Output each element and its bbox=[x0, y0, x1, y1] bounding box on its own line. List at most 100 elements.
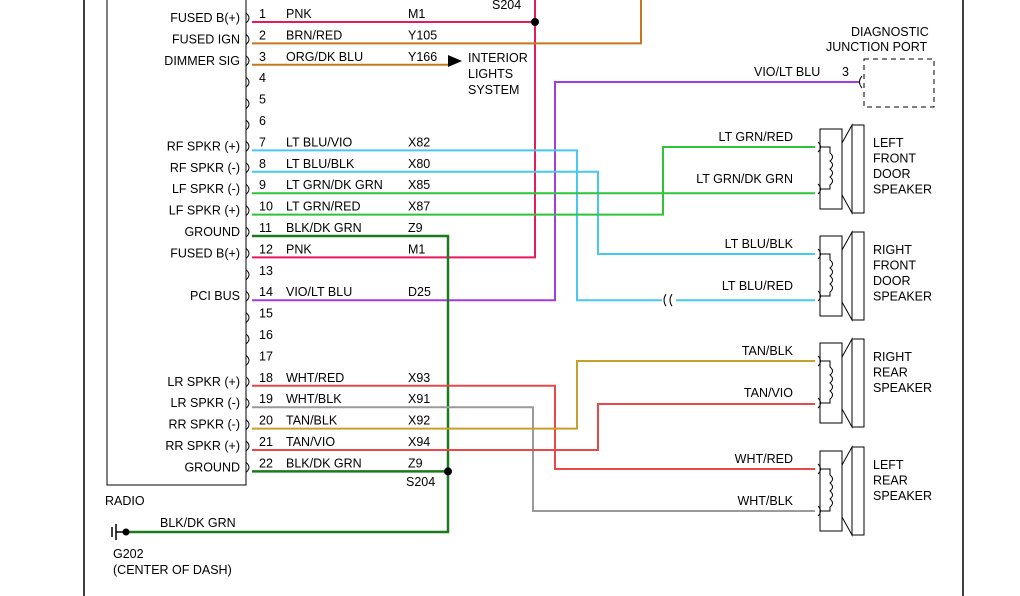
wire-vio-lt-blu-pin14 bbox=[252, 81, 860, 302]
splice-top-label: S204 bbox=[492, 0, 521, 12]
ground-wire-label: BLK/DK GRN bbox=[160, 516, 236, 530]
pin-function-label: FUSED B(+) bbox=[170, 246, 240, 260]
radio-pin-row: 4 bbox=[245, 71, 266, 88]
speaker-wire-bottom-label: TAN/VIO bbox=[744, 386, 793, 400]
speaker-name-line1: RIGHT bbox=[873, 243, 912, 257]
arrow-icon bbox=[448, 55, 462, 67]
pin-number: 9 bbox=[259, 178, 266, 192]
pin-number: 5 bbox=[259, 93, 266, 107]
speaker-cone bbox=[841, 445, 853, 537]
ground-point-location: (CENTER OF DASH) bbox=[113, 563, 232, 577]
pin-connector-icon bbox=[245, 183, 250, 195]
wire-color-label: BLK/DK GRN bbox=[286, 456, 362, 470]
pin-function-label: FUSED B(+) bbox=[170, 11, 240, 25]
interior-lights-line1: INTERIOR bbox=[468, 51, 528, 65]
wire-color-label: LT GRN/RED bbox=[286, 200, 361, 214]
speaker-wire-top-label: WHT/RED bbox=[735, 452, 793, 466]
speaker-wire-bottom-label: LT BLU/RED bbox=[722, 279, 793, 293]
pin-number: 15 bbox=[259, 307, 273, 321]
pin-number: 16 bbox=[259, 328, 273, 342]
radio-pin-row: 15 bbox=[245, 307, 273, 323]
pin-function-label: RR SPKR (-) bbox=[168, 418, 240, 432]
speaker-frame bbox=[851, 446, 865, 536]
interior-lights-line2: LIGHTS bbox=[468, 67, 513, 81]
circuit-code: M1 bbox=[408, 242, 425, 256]
pin-number: 20 bbox=[259, 414, 273, 428]
wire-wht-red-pin18 bbox=[252, 384, 815, 470]
circuit-code: X80 bbox=[408, 157, 430, 171]
speaker-coil-icon bbox=[820, 146, 833, 190]
diagnostic-port-line1: DIAGNOSTIC bbox=[851, 25, 929, 39]
speaker-wire-top-label: TAN/BLK bbox=[742, 344, 794, 358]
wire-tan-blk-pin20 bbox=[252, 360, 815, 430]
speaker-name-line3: SPEAKER bbox=[873, 381, 932, 395]
pin-number: 1 bbox=[259, 7, 266, 21]
pin-number: 22 bbox=[259, 456, 273, 470]
wire-color-label: ORG/DK BLU bbox=[286, 50, 363, 64]
pin-function-label: PCI BUS bbox=[190, 289, 240, 303]
wire-pnk-pin12 bbox=[252, 22, 536, 259]
speaker-frame bbox=[851, 231, 865, 321]
speaker-name-line2: REAR bbox=[873, 474, 908, 488]
pin-function-label: LR SPKR (+) bbox=[167, 375, 240, 389]
pin-connector-icon bbox=[245, 12, 250, 24]
speaker-wire-top-label: LT GRN/RED bbox=[718, 130, 793, 144]
splice-bottom-label: S204 bbox=[406, 475, 435, 489]
circuit-code: X82 bbox=[408, 135, 430, 149]
pin-connector-icon bbox=[245, 419, 250, 430]
pin-connector-icon bbox=[245, 76, 250, 88]
radio-label: RADIO bbox=[105, 494, 145, 508]
pin-number: 7 bbox=[259, 135, 266, 149]
pin-function-label: GROUND bbox=[184, 225, 240, 239]
wire-blk-dk-grn-ground bbox=[124, 234, 450, 534]
speaker-cone bbox=[841, 123, 853, 215]
pin-number: 10 bbox=[259, 200, 273, 214]
speaker-frame bbox=[851, 338, 865, 428]
speaker-wire-bottom-label: WHT/BLK bbox=[737, 494, 793, 508]
wire-color-label: WHT/BLK bbox=[286, 392, 342, 406]
wire-color-label: WHT/RED bbox=[286, 371, 344, 385]
speaker-frame bbox=[851, 124, 865, 214]
speaker-name-line3: DOOR bbox=[873, 274, 911, 288]
wire-wht-blk-pin19 bbox=[252, 406, 815, 512]
wire-color-label: BLK/DK GRN bbox=[286, 221, 362, 235]
circuit-code: M1 bbox=[408, 7, 425, 21]
speaker-coil-icon bbox=[820, 360, 833, 404]
pin-function-label: LF SPKR (+) bbox=[169, 204, 240, 218]
pin-connector-icon bbox=[245, 376, 250, 388]
ground-point-name: G202 bbox=[113, 547, 144, 561]
speaker-body bbox=[819, 235, 843, 317]
wire-color-label: LT BLU/BLK bbox=[286, 157, 355, 171]
wire-color-label: TAN/BLK bbox=[286, 414, 338, 428]
radio-pin-row: 17 bbox=[245, 349, 273, 366]
speaker-name-line3: DOOR bbox=[873, 167, 911, 181]
speaker-terminal-icon bbox=[817, 463, 821, 517]
pin-function-label: FUSED IGN bbox=[172, 32, 240, 46]
speaker-body bbox=[819, 342, 843, 424]
pin-function-label: GROUND bbox=[184, 460, 240, 474]
pin-connector-icon bbox=[245, 34, 250, 45]
speaker-body bbox=[819, 450, 843, 532]
circuit-code: X93 bbox=[408, 371, 430, 385]
speaker-body bbox=[819, 128, 843, 210]
speaker-name-line3: SPEAKER bbox=[873, 489, 932, 503]
wire-color-label: VIO/LT BLU bbox=[286, 285, 352, 299]
diagnostic-port-wire-label: VIO/LT BLU bbox=[754, 65, 820, 79]
speaker-cone bbox=[841, 230, 853, 322]
speaker-wire-top-label: LT BLU/BLK bbox=[725, 237, 794, 251]
speaker-terminal-icon bbox=[817, 141, 821, 195]
radio-pin-row: 5 bbox=[245, 93, 266, 109]
pin-number: 3 bbox=[259, 50, 266, 64]
speaker-name-line1: LEFT bbox=[873, 136, 904, 150]
